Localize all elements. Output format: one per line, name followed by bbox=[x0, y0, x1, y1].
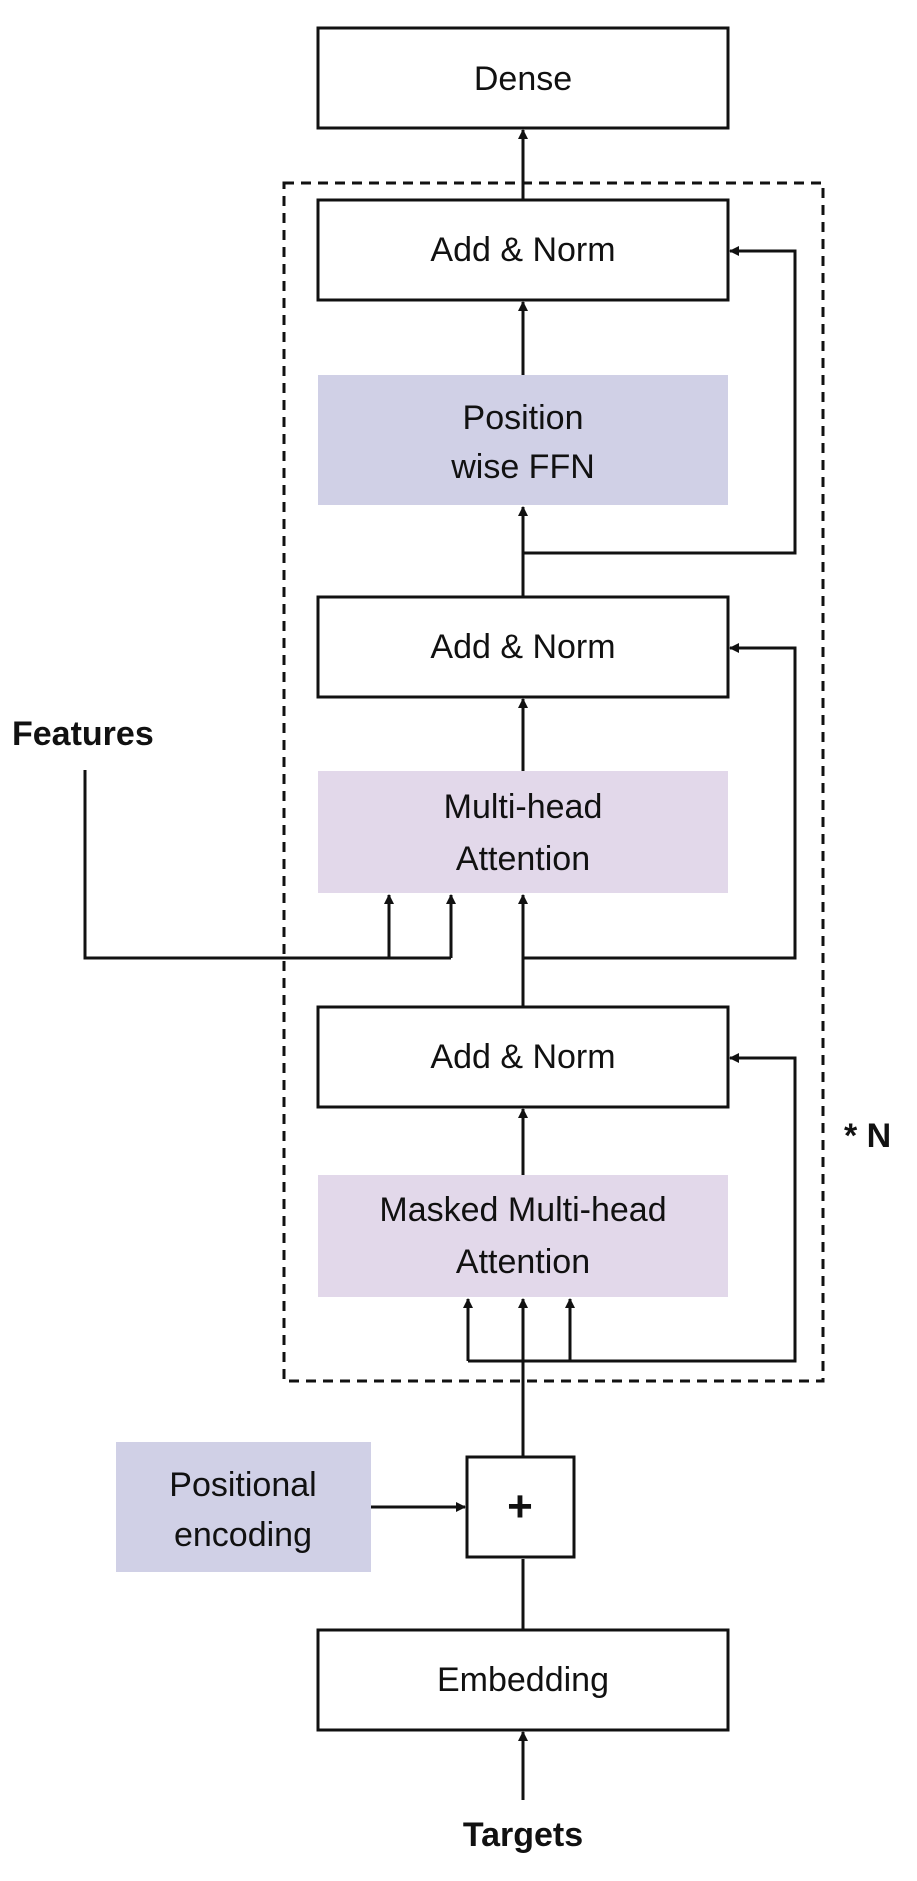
mha-box bbox=[318, 771, 728, 893]
ffn-label-line1: Position bbox=[463, 399, 584, 437]
add-norm-top-label: Add & Norm bbox=[430, 231, 615, 269]
residual-connection-middle bbox=[523, 643, 797, 960]
ffn-label-line2: wise FFN bbox=[450, 448, 595, 486]
ffn-box bbox=[318, 375, 728, 505]
add-norm-bottom-label: Add & Norm bbox=[430, 1038, 615, 1076]
add-norm-mid-box bbox=[316, 595, 730, 699]
add-operator-symbol: + bbox=[507, 1482, 533, 1531]
residual-connection-top bbox=[523, 246, 797, 555]
features-label: Features bbox=[12, 715, 154, 753]
positional-encoding-label-line2: encoding bbox=[174, 1516, 312, 1554]
mha-label-line1: Multi-head bbox=[444, 788, 603, 826]
masked-mha-label-line1: Masked Multi-head bbox=[379, 1191, 666, 1229]
positional-encoding-label-line1: Positional bbox=[169, 1466, 316, 1504]
masked-mha-box bbox=[318, 1175, 728, 1297]
dense-label: Dense bbox=[474, 60, 572, 98]
add-operator-box bbox=[465, 1455, 576, 1559]
repeat-count-label: * N bbox=[844, 1117, 891, 1155]
repeat-block-border bbox=[282, 181, 825, 1383]
masked-mha-label-line2: Attention bbox=[456, 1243, 590, 1281]
targets-label: Targets bbox=[463, 1816, 583, 1854]
line-features-to-mha bbox=[83, 770, 451, 960]
residual-connection-bottom bbox=[468, 1053, 797, 1363]
embedding-box bbox=[316, 1628, 730, 1732]
add-norm-top-box bbox=[316, 198, 730, 302]
add-norm-bottom-box bbox=[316, 1005, 730, 1109]
mha-label-line2: Attention bbox=[456, 840, 590, 878]
dense-box bbox=[316, 26, 730, 130]
add-norm-mid-label: Add & Norm bbox=[430, 628, 615, 666]
positional-encoding-box bbox=[116, 1442, 371, 1572]
embedding-label: Embedding bbox=[437, 1661, 609, 1699]
